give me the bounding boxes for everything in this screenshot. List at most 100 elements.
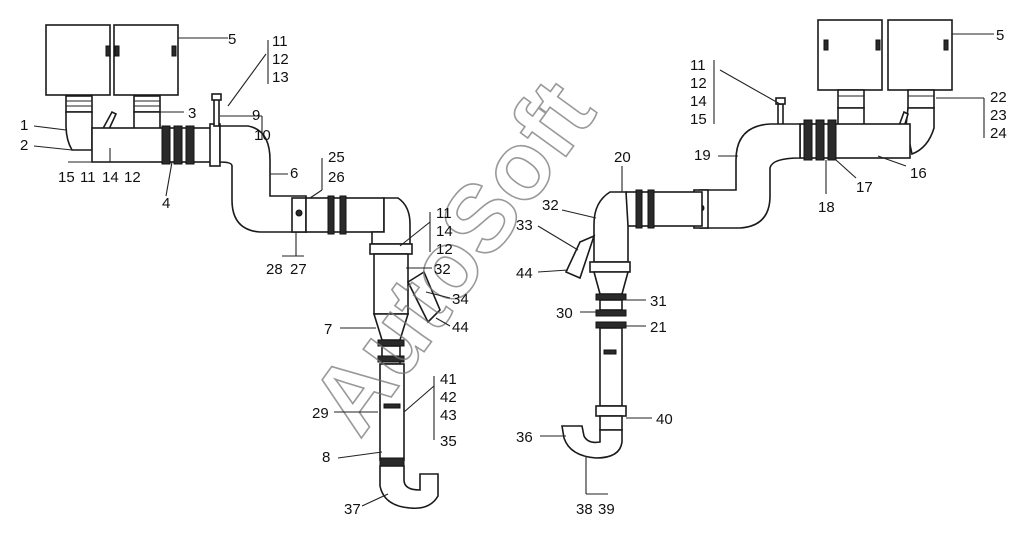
s-bend-pipe [219,125,307,233]
callout-2: 2 [20,137,28,154]
callout-5-right: 5 [996,27,1004,44]
callout-27: 27 [290,261,307,278]
callout-39: 39 [598,501,615,518]
coupling-clamp [595,293,627,301]
muffler-box-left-1 [45,24,111,96]
callout-44-left: 44 [452,319,469,336]
callout-13: 13 [272,69,289,86]
muffler-box-latch [823,39,829,51]
coupling-clamp [595,309,627,317]
callout-31: 31 [650,293,667,310]
callout-37: 37 [344,501,361,518]
callout-15-right: 15 [690,111,707,128]
callout-8: 8 [322,449,330,466]
coupling-clamp [635,189,643,229]
box-outlet-ribbed [907,89,935,109]
callout-32-left: 32 [434,261,451,278]
connector-bar [603,349,617,355]
vertical-tube-lower [599,327,623,407]
vertical-tube-upper [373,253,409,315]
callout-labels: 5 11 12 13 3 9 10 1 2 15 11 14 12 4 6 25… [20,27,1007,518]
callout-41: 41 [440,371,457,388]
muffler-box-right-2 [887,19,953,91]
callout-12-left-top: 12 [272,51,289,68]
sensor-head [775,97,786,105]
callout-3: 3 [188,105,196,122]
callout-16: 16 [910,165,927,182]
vertical-tube-mid [599,299,623,311]
pipe-flange [209,123,221,167]
callout-11-left-top: 11 [272,33,288,50]
callout-40: 40 [656,411,673,428]
sensor-probe [213,97,220,127]
j-elbow-outlet [379,465,439,510]
left-assembly [45,24,441,510]
callout-11-left-c: 11 [436,205,452,222]
branch-outlet [564,234,596,280]
down-elbow [371,197,411,245]
callout-44-right: 44 [516,265,533,282]
callout-17: 17 [856,179,873,196]
callout-23: 23 [990,107,1007,124]
callout-14-left-c: 14 [436,223,453,240]
callout-5-left: 5 [228,31,236,48]
callout-22: 22 [990,89,1007,106]
callout-30: 30 [556,305,573,322]
callout-11-right: 11 [690,57,706,74]
muffler-box-latch [114,45,120,57]
callout-20: 20 [614,149,631,166]
sensor-head [211,93,222,101]
callout-7: 7 [324,321,332,338]
coupling-clamp [327,195,335,235]
box-outlet-ribbed [133,95,161,113]
callout-12-right: 12 [690,75,707,92]
coupling-clamp [827,119,837,161]
callout-12-left-b: 12 [124,169,141,186]
callout-28: 28 [266,261,283,278]
callout-43: 43 [440,407,457,424]
inlet-elbow-right-b [905,107,935,156]
coupling-clamp [815,119,825,161]
callout-35: 35 [440,433,457,450]
box-outlet-ribbed [837,89,865,109]
callout-33: 33 [516,217,533,234]
right-assembly [561,19,953,459]
callout-42: 42 [440,389,457,406]
inlet-elbow-left [65,111,93,151]
callout-1: 1 [20,117,28,134]
callout-18: 18 [818,199,835,216]
j-elbow-outlet [561,425,623,459]
callout-38: 38 [576,501,593,518]
callout-14-right: 14 [690,93,707,110]
s-bend-pipe [699,123,801,229]
callout-34: 34 [452,291,469,308]
coupling-clamp [379,457,405,467]
muffler-box-latch [171,45,177,57]
box-outlet-ribbed [65,95,93,113]
coupling-clamp [339,195,347,235]
callout-6: 6 [290,165,298,182]
callout-26: 26 [328,169,345,186]
coupling-clamp [161,125,171,165]
callout-24: 24 [990,125,1007,142]
callout-19: 19 [694,147,711,164]
muffler-box-latch [943,39,949,51]
callout-32-right: 32 [542,197,559,214]
coupling-clamp [803,119,813,161]
coupling-clamp [173,125,183,165]
callout-11-left-b: 11 [80,169,96,186]
coupling-clamp [185,125,195,165]
muffler-box-left-2 [113,24,179,96]
callout-10: 10 [254,127,271,144]
down-elbow [593,191,629,263]
callout-25: 25 [328,149,345,166]
vertical-tube-tail [599,415,623,431]
callout-12-left-c: 12 [436,241,453,258]
collector-pipe [91,127,217,163]
pipe-flange [595,405,627,417]
callout-9: 9 [252,107,260,124]
callout-4: 4 [162,195,170,212]
muffler-box-latch [875,39,881,51]
reducer-cone [592,271,630,295]
